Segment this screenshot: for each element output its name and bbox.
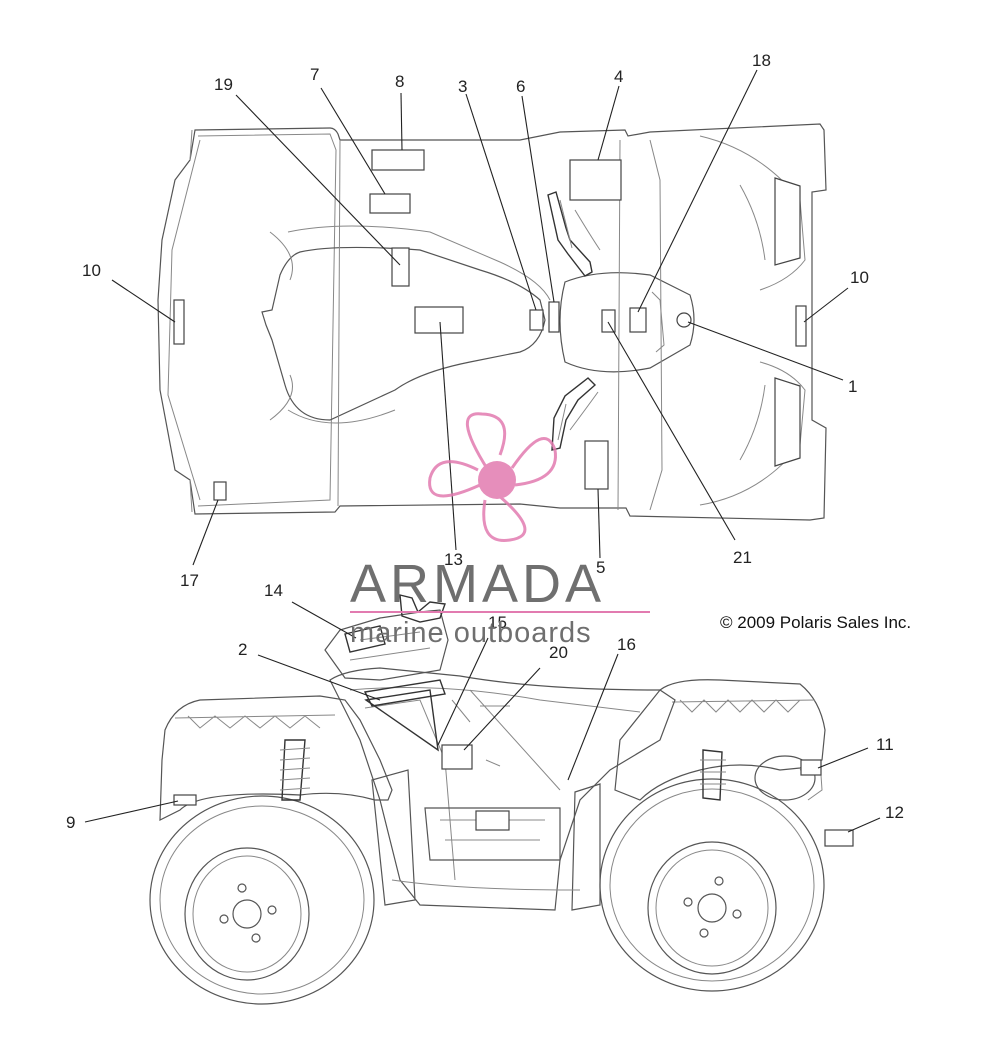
callout-13: 13 (444, 550, 463, 569)
callout-12: 12 (885, 803, 904, 822)
callout-2: 2 (238, 640, 247, 659)
callout-5: 5 (596, 558, 605, 577)
callout-1: 1 (848, 377, 857, 396)
callout-15: 15 (488, 613, 507, 632)
armada-watermark: ARMADA marine outboards (350, 412, 650, 649)
callout-19: 19 (214, 75, 233, 94)
watermark-title: ARMADA (350, 554, 605, 614)
callout-14: 14 (264, 581, 283, 600)
callout-4: 4 (614, 67, 623, 86)
callout-10-right: 10 (850, 268, 869, 287)
side-view-leaders (84, 601, 881, 833)
callout-labels: 1 2 3 4 5 6 7 8 9 10 10 11 12 13 14 15 1… (66, 51, 904, 832)
callout-11: 11 (876, 735, 894, 754)
callout-3: 3 (458, 77, 467, 96)
atv-side-view (149, 594, 854, 1005)
top-view-leaders (111, 69, 849, 566)
watermark-subtitle: marine outboards (350, 617, 592, 649)
callout-8: 8 (395, 72, 404, 91)
propeller-logo-icon (428, 412, 557, 542)
atv-top-view (157, 123, 827, 521)
callout-18: 18 (752, 51, 771, 70)
callout-7: 7 (310, 65, 319, 84)
callout-21: 21 (733, 548, 752, 567)
callout-10-left: 10 (82, 261, 101, 280)
callout-9: 9 (66, 813, 75, 832)
callout-6: 6 (516, 77, 525, 96)
callout-20: 20 (549, 643, 568, 662)
callout-17: 17 (180, 571, 199, 590)
copyright-notice: © 2009 Polaris Sales Inc. (720, 613, 911, 632)
callout-16: 16 (617, 635, 636, 654)
